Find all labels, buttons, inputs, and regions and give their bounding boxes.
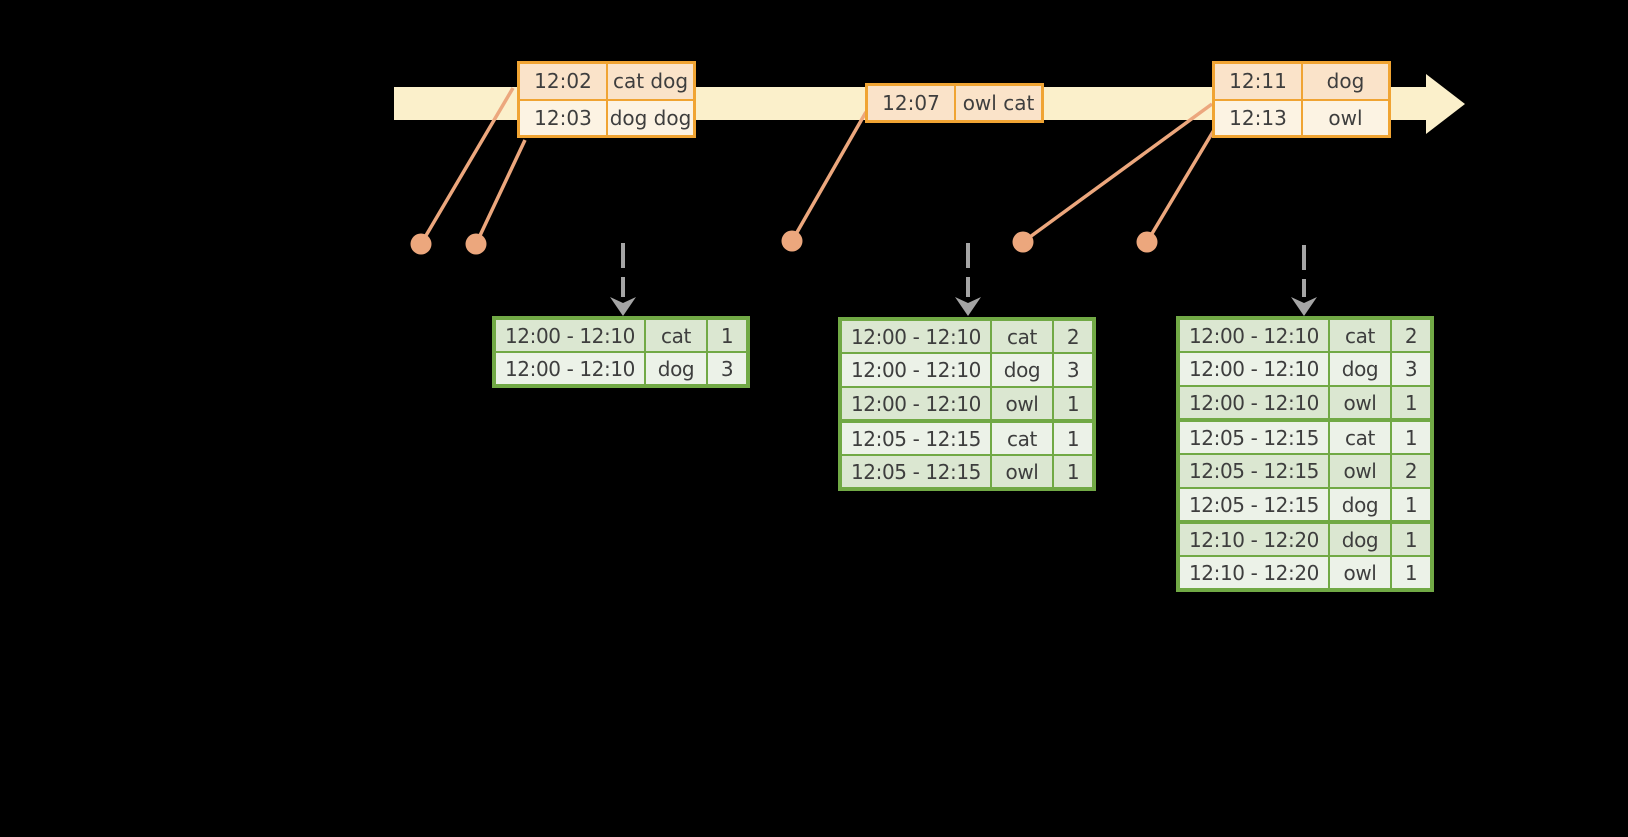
word-cell: dog — [990, 352, 1054, 388]
window-cell: 12:00 - 12:10 — [1177, 351, 1330, 387]
trigger-arrowhead-icon — [955, 297, 981, 316]
table-row: 12:05 - 12:15 cat 1 — [839, 419, 1095, 456]
count-cell: 2 — [1052, 318, 1095, 354]
table-row: 12:00 - 12:10 cat 1 — [493, 317, 749, 353]
result-table-1: 12:00 - 12:10 cat 1 12:00 - 12:10 dog 3 — [492, 316, 750, 388]
trigger-arrowhead-icon — [610, 297, 636, 316]
count-cell: 1 — [1052, 386, 1095, 422]
count-cell: 2 — [1390, 317, 1433, 353]
table-row: 12:00 - 12:10 dog 3 — [839, 352, 1095, 388]
event-words-cell: cat dog — [606, 61, 696, 101]
table-row: 12:05 - 12:15 dog 1 — [1177, 487, 1433, 523]
table-row: 12:00 - 12:10 owl 1 — [1177, 385, 1433, 421]
word-cell: cat — [1328, 418, 1392, 455]
word-cell: cat — [990, 318, 1054, 354]
window-cell: 12:00 - 12:10 — [839, 386, 992, 422]
word-cell: dog — [1328, 520, 1392, 557]
timeline-arrow-head-icon — [1426, 74, 1465, 134]
window-cell: 12:05 - 12:15 — [1177, 487, 1330, 523]
count-cell: 1 — [1052, 419, 1095, 456]
count-cell: 1 — [1390, 520, 1433, 557]
event-dot-icon — [781, 230, 803, 252]
event-dot-icon — [1136, 231, 1158, 253]
count-cell: 1 — [1390, 385, 1433, 421]
count-cell: 1 — [1390, 555, 1433, 591]
event-time-cell: 12:03 — [517, 98, 608, 138]
event-dot-icon — [465, 233, 487, 255]
window-cell: 12:00 - 12:10 — [839, 318, 992, 354]
result-table-3: 12:00 - 12:10 cat 2 12:00 - 12:10 dog 3 … — [1176, 316, 1434, 592]
event-time-cell: 12:11 — [1212, 61, 1303, 101]
word-cell: owl — [990, 386, 1054, 422]
count-cell: 3 — [706, 351, 749, 387]
event-words-cell: dog — [1301, 61, 1391, 101]
event-time-cell: 12:07 — [865, 83, 956, 123]
table-row: 12:10 - 12:20 dog 1 — [1177, 520, 1433, 557]
word-cell: dog — [1328, 487, 1392, 523]
word-cell: dog — [1328, 351, 1392, 387]
table-row: 12:05 - 12:15 owl 2 — [1177, 453, 1433, 489]
count-cell: 1 — [1390, 487, 1433, 523]
word-cell: cat — [644, 317, 708, 353]
table-row: 12:02 cat dog — [517, 61, 696, 101]
event-words-cell: owl — [1301, 98, 1391, 138]
table-row: 12:00 - 12:10 cat 2 — [839, 318, 1095, 354]
event-table-3: 12:11 dog 12:13 owl — [1212, 61, 1391, 138]
connector-line — [419, 87, 515, 245]
table-row: 12:00 - 12:10 dog 3 — [493, 351, 749, 387]
table-row: 12:10 - 12:20 owl 1 — [1177, 555, 1433, 591]
word-cell: owl — [1328, 555, 1392, 591]
event-words-cell: dog dog — [606, 98, 696, 138]
count-cell: 3 — [1390, 351, 1433, 387]
connector-line — [790, 111, 868, 242]
connector-line — [1145, 129, 1216, 243]
word-cell: owl — [1328, 385, 1392, 421]
window-cell: 12:05 - 12:15 — [1177, 453, 1330, 489]
trigger-arrowhead-icon — [1291, 297, 1317, 316]
event-dot-icon — [410, 233, 432, 255]
window-cell: 12:05 - 12:15 — [839, 419, 992, 456]
word-cell: owl — [990, 454, 1054, 490]
table-row: 12:00 - 12:10 dog 3 — [1177, 351, 1433, 387]
window-cell: 12:10 - 12:20 — [1177, 520, 1330, 557]
table-row: 12:13 owl — [1212, 98, 1391, 138]
count-cell: 1 — [1052, 454, 1095, 490]
event-dot-icon — [1012, 231, 1034, 253]
window-cell: 12:00 - 12:10 — [839, 352, 992, 388]
window-cell: 12:00 - 12:10 — [493, 351, 646, 387]
window-cell: 12:05 - 12:15 — [1177, 418, 1330, 455]
result-table-2: 12:00 - 12:10 cat 2 12:00 - 12:10 dog 3 … — [838, 317, 1096, 491]
word-cell: cat — [990, 419, 1054, 456]
word-cell: dog — [644, 351, 708, 387]
word-cell: owl — [1328, 453, 1392, 489]
count-cell: 3 — [1052, 352, 1095, 388]
count-cell: 1 — [1390, 418, 1433, 455]
table-row: 12:00 - 12:10 cat 2 — [1177, 317, 1433, 353]
table-row: 12:05 - 12:15 owl 1 — [839, 454, 1095, 490]
window-cell: 12:10 - 12:20 — [1177, 555, 1330, 591]
window-cell: 12:00 - 12:10 — [1177, 317, 1330, 353]
table-row: 12:05 - 12:15 cat 1 — [1177, 418, 1433, 455]
event-time-cell: 12:13 — [1212, 98, 1303, 138]
window-cell: 12:05 - 12:15 — [839, 454, 992, 490]
count-cell: 2 — [1390, 453, 1433, 489]
table-row: 12:03 dog dog — [517, 98, 696, 138]
connector-line — [1021, 102, 1214, 244]
window-cell: 12:00 - 12:10 — [1177, 385, 1330, 421]
event-table-1: 12:02 cat dog 12:03 dog dog — [517, 61, 696, 138]
word-cell: cat — [1328, 317, 1392, 353]
connector-line — [474, 139, 527, 245]
event-time-cell: 12:02 — [517, 61, 608, 101]
event-table-2: 12:07 owl cat — [865, 83, 1044, 123]
window-cell: 12:00 - 12:10 — [493, 317, 646, 353]
table-row: 12:07 owl cat — [865, 83, 1044, 123]
table-row: 12:00 - 12:10 owl 1 — [839, 386, 1095, 422]
count-cell: 1 — [706, 317, 749, 353]
event-words-cell: owl cat — [954, 83, 1044, 123]
table-row: 12:11 dog — [1212, 61, 1391, 101]
